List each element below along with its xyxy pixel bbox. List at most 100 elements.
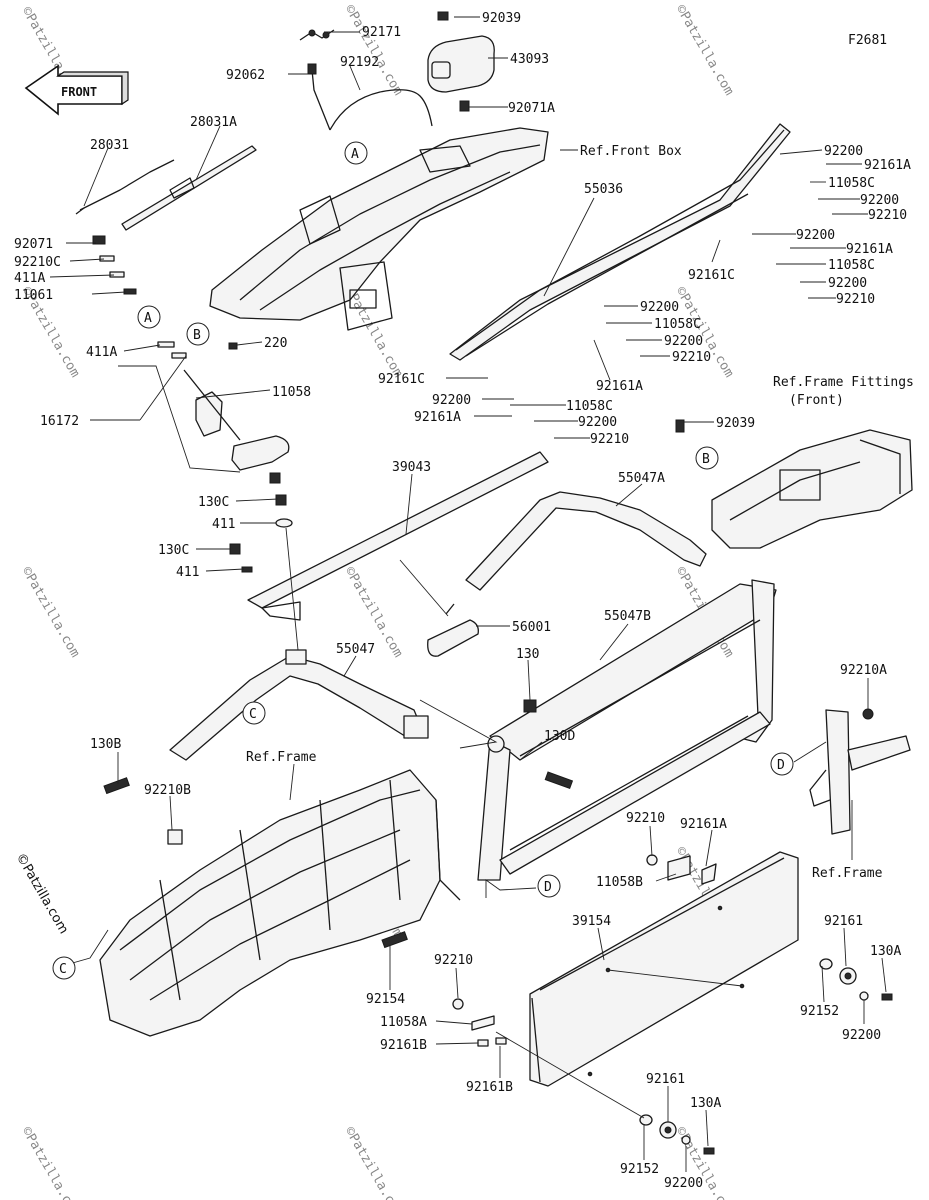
part-label: 11061: [14, 288, 53, 303]
part-label: 92210: [626, 811, 665, 826]
part-label: 56001: [512, 620, 551, 635]
part-label: 11058C: [828, 176, 875, 191]
side-rops: [477, 579, 777, 881]
part-label: 92161A: [846, 242, 893, 257]
front-direction-arrow: FRONT: [24, 64, 129, 116]
part-label: 39043: [392, 460, 431, 475]
part-label: 92210: [672, 350, 711, 365]
part-label: 28031A: [190, 115, 237, 130]
part-label: 92210: [590, 432, 629, 447]
callout-c-frame: C: [59, 962, 67, 977]
callout-a-top: A: [351, 147, 359, 162]
part-label: 28031: [90, 138, 129, 153]
rear-bracket: [809, 708, 911, 835]
part-label: 92161A: [414, 410, 461, 425]
part-label: 43093: [510, 52, 549, 67]
part-label: 39154: [572, 914, 611, 929]
part-label: 92152: [620, 1162, 659, 1177]
part-label: 92200: [664, 334, 703, 349]
part-label: 92200: [860, 193, 899, 208]
part-label: 11058B: [596, 875, 643, 890]
watermark: ©Patzilla.com: [13, 851, 71, 937]
front-header-strip: [247, 451, 549, 621]
part-label: 11058C: [654, 317, 701, 332]
part-label: 411A: [86, 345, 117, 360]
part-label: 92062: [226, 68, 265, 83]
callout-a-left: A: [144, 311, 152, 326]
part-label: 92154: [366, 992, 405, 1007]
watermark: ©Patzilla.com: [342, 1125, 406, 1200]
part-label: 92152: [800, 1004, 839, 1019]
frame-fittings-front: [711, 429, 913, 549]
part-label: 92200: [828, 276, 867, 291]
front-rops: [169, 649, 429, 761]
part-label: 92200: [796, 228, 835, 243]
rear-upper-hoop: [465, 491, 707, 591]
watermark: ©Patzilla.com: [342, 3, 406, 99]
part-label: 92171: [362, 25, 401, 40]
wiper-assembly: [75, 145, 293, 573]
part-label: 92210C: [14, 255, 61, 270]
part-label: 92161C: [378, 372, 425, 387]
callout-c-rops: C: [249, 707, 257, 722]
part-label: 130A: [690, 1096, 721, 1111]
part-label: 11058C: [566, 399, 613, 414]
part-label: 92200: [664, 1176, 703, 1191]
main-frame: [99, 769, 461, 1037]
callouts: A A B B C C D D: [52, 141, 794, 980]
leader-lines: [49, 16, 887, 1172]
part-label: 411A: [14, 271, 45, 286]
part-label: 92210A: [840, 663, 887, 678]
reference-labels: Ref.Front Box Ref.Frame Fittings (Front)…: [246, 144, 914, 881]
callout-d-rops: D: [544, 880, 552, 895]
callout-d-frame: D: [777, 758, 785, 773]
part-label: 411: [176, 565, 199, 580]
part-label: 92200: [842, 1028, 881, 1043]
part-label: 92200: [824, 144, 863, 159]
part-label: 130C: [158, 543, 189, 558]
part-label: 92161A: [864, 158, 911, 173]
part-label: 92210: [434, 953, 473, 968]
part-label: 11058A: [380, 1015, 427, 1030]
watermark: ©Patzilla.com: [673, 3, 737, 99]
watermark: ©Patzilla.com: [673, 285, 737, 381]
part-labels: 92039 92171 43093 92062 92192 92071A 280…: [14, 11, 911, 1191]
part-label: 55047A: [618, 471, 665, 486]
part-label: 92200: [578, 415, 617, 430]
ref-front-box: Ref.Front Box: [580, 144, 682, 159]
part-label: 16172: [40, 414, 79, 429]
callout-b-right: B: [702, 452, 710, 467]
part-label: 92161B: [466, 1080, 513, 1095]
part-label: 92161C: [688, 268, 735, 283]
part-label: 55047: [336, 642, 375, 657]
part-label: 92210: [836, 292, 875, 307]
door-panel: [529, 851, 799, 1087]
figure-code: F2681: [848, 33, 887, 48]
part-label: 130B: [90, 737, 121, 752]
part-label: 92071A: [508, 101, 555, 116]
part-label: 92039: [716, 416, 755, 431]
part-label: 92161: [646, 1072, 685, 1087]
watermark: ©Patzilla.com: [19, 565, 83, 661]
part-label: 11058: [272, 385, 311, 400]
ref-frame-fittings: Ref.Frame Fittings: [773, 375, 914, 390]
part-label: 92210B: [144, 783, 191, 798]
part-label: 130D: [544, 729, 575, 744]
watermark: ©Patzilla.com: [19, 1125, 83, 1200]
part-label: 92071: [14, 237, 53, 252]
part-label: 130A: [870, 944, 901, 959]
part-label: 92210: [868, 208, 907, 223]
roof-panel: [449, 123, 791, 361]
part-label: 92161B: [380, 1038, 427, 1053]
part-label: 92039: [482, 11, 521, 26]
ref-frame-fittings-front: (Front): [789, 393, 844, 408]
part-label: 411: [212, 517, 235, 532]
front-arrow-label: FRONT: [61, 85, 97, 99]
part-label: 92161A: [680, 817, 727, 832]
part-label: 92161A: [596, 379, 643, 394]
part-label: 220: [264, 336, 287, 351]
hardware: [103, 419, 893, 1155]
part-label: 130C: [198, 495, 229, 510]
callout-b-left: B: [193, 328, 201, 343]
